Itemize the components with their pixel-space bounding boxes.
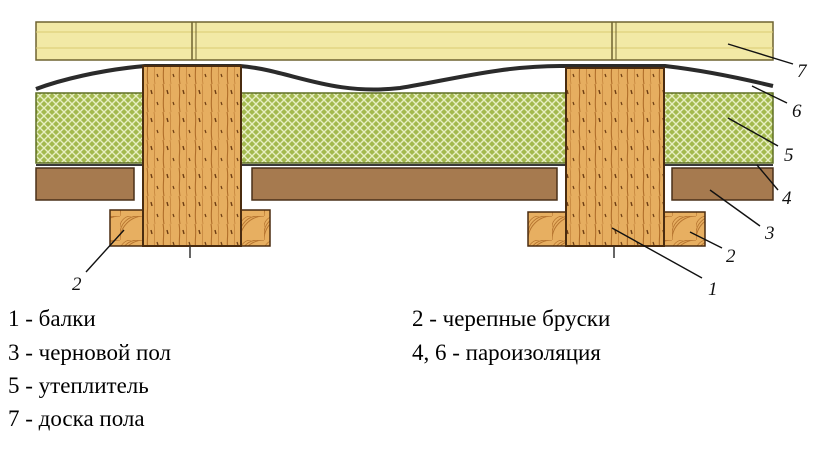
subfloor-boards bbox=[35, 167, 774, 201]
floor-boards bbox=[35, 21, 774, 61]
callout-4: 4 bbox=[782, 188, 792, 209]
callout-2-left: 2 bbox=[72, 274, 82, 295]
legend-item-insulation: 5 - утеплитель bbox=[8, 373, 149, 398]
callout-6: 6 bbox=[792, 101, 802, 122]
callout-5: 5 bbox=[784, 145, 794, 166]
legend-item-vapor-barrier: 4, 6 - пароизоляция bbox=[412, 340, 601, 365]
leader-lines bbox=[85, 43, 794, 279]
beam-left bbox=[142, 65, 242, 258]
legend-item-floor-board: 7 - доска пола bbox=[8, 406, 145, 431]
legend-item-subfloor: 3 - черновой пол bbox=[8, 340, 171, 365]
callout-1: 1 bbox=[708, 279, 718, 300]
vapor-barrier-upper bbox=[35, 64, 774, 92]
callout-2-right: 2 bbox=[726, 246, 736, 267]
callout-7: 7 bbox=[797, 61, 808, 82]
beam-right bbox=[565, 67, 665, 258]
legend-item-beams: 1 - балки bbox=[8, 306, 96, 331]
legend-item-cranial-bars: 2 - черепные бруски bbox=[412, 306, 611, 331]
floor-cross-section-diagram: 7 6 5 4 3 2 1 2 bbox=[35, 21, 808, 300]
callout-3: 3 bbox=[764, 223, 775, 244]
